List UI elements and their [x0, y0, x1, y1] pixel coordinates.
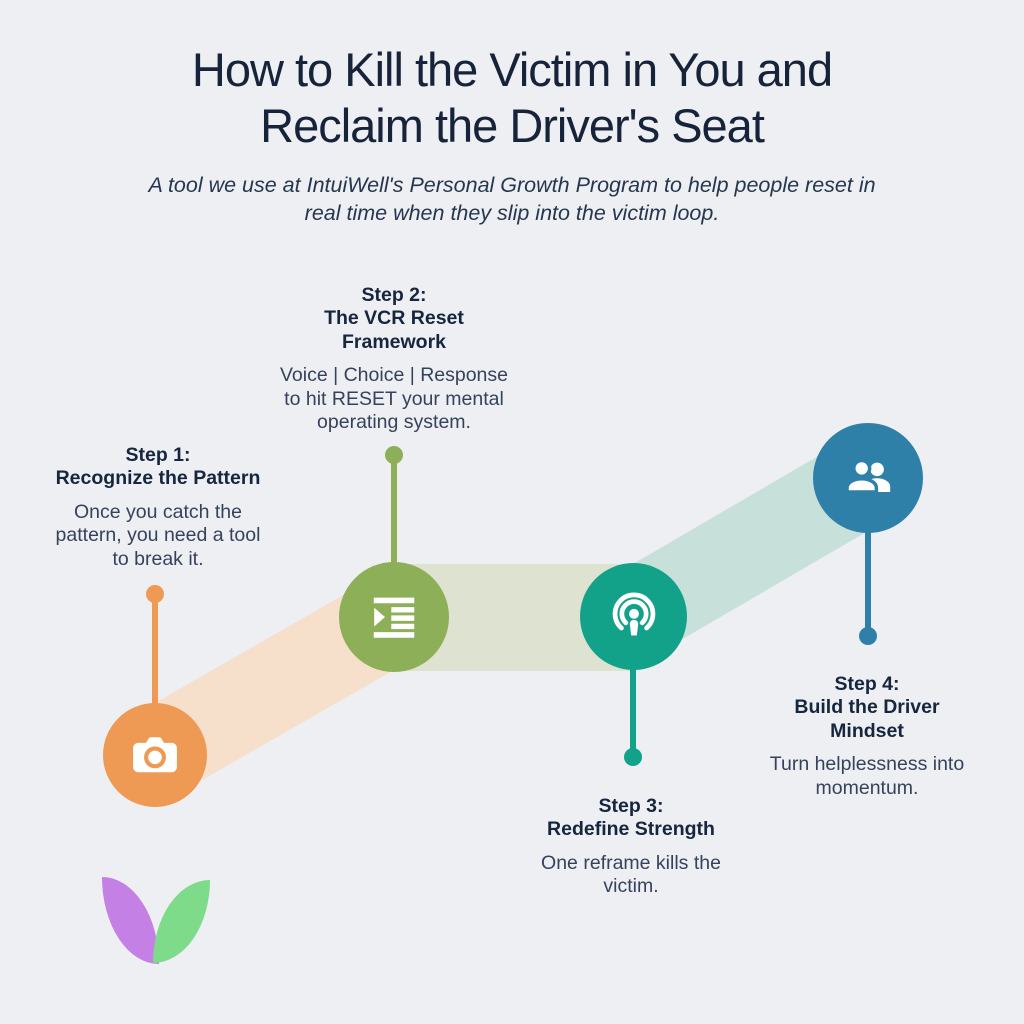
connector-step-2 [385, 446, 403, 572]
step-3-body: One reframe kills the victim. [541, 851, 721, 898]
logo-left-leaf-icon [102, 877, 159, 964]
connector-dot-1 [146, 585, 164, 603]
connector-dot-3 [624, 748, 642, 766]
connector-step-1 [146, 585, 164, 710]
step-1-node [103, 703, 207, 807]
step-1-heading: Step 1: Recognize the Pattern [55, 444, 261, 490]
ribbon-segment-1-2 [155, 566, 394, 807]
step-4-text: Step 4: Build the Driver Mindset Turn he… [733, 673, 1001, 800]
logo-right-leaf-icon [153, 880, 210, 963]
brand-logo [100, 875, 215, 967]
ribbon-segment-3-4 [633, 427, 868, 668]
step-3-node [580, 563, 687, 670]
step-2-heading: Step 2: The VCR Reset Framework [324, 284, 464, 353]
connector-step-3 [624, 663, 642, 766]
step-1-body: Once you catch the pattern, you need a t… [55, 500, 261, 570]
connector-dot-4 [859, 627, 877, 645]
step-4-heading: Step 4: Build the Driver Mindset [794, 673, 940, 742]
step-3-heading: Step 3: Redefine Strength [547, 795, 715, 841]
step-2-node [339, 562, 449, 672]
step-4-body: Turn helplessness into momentum. [769, 753, 965, 799]
indent-list-icon [373, 597, 415, 638]
step-1-text: Step 1: Recognize the Pattern Once you c… [23, 444, 293, 571]
step-3-text: Step 3: Redefine Strength One reframe ki… [500, 795, 762, 899]
people-icon [845, 458, 891, 494]
connector-dot-2 [385, 446, 403, 464]
step-2-body: Voice | Choice | Response to hit RESET y… [279, 364, 508, 433]
connector-step-4 [859, 528, 877, 645]
page-title: How to Kill the Victim in You and Reclai… [191, 43, 833, 153]
broadcast-icon [612, 592, 655, 635]
camera-icon [133, 737, 177, 773]
step-2-text: Step 2: The VCR Reset Framework Voice | … [259, 284, 529, 434]
step-4-node [813, 423, 923, 533]
subtitle: A tool we use at IntuiWell's Personal Gr… [148, 173, 876, 226]
